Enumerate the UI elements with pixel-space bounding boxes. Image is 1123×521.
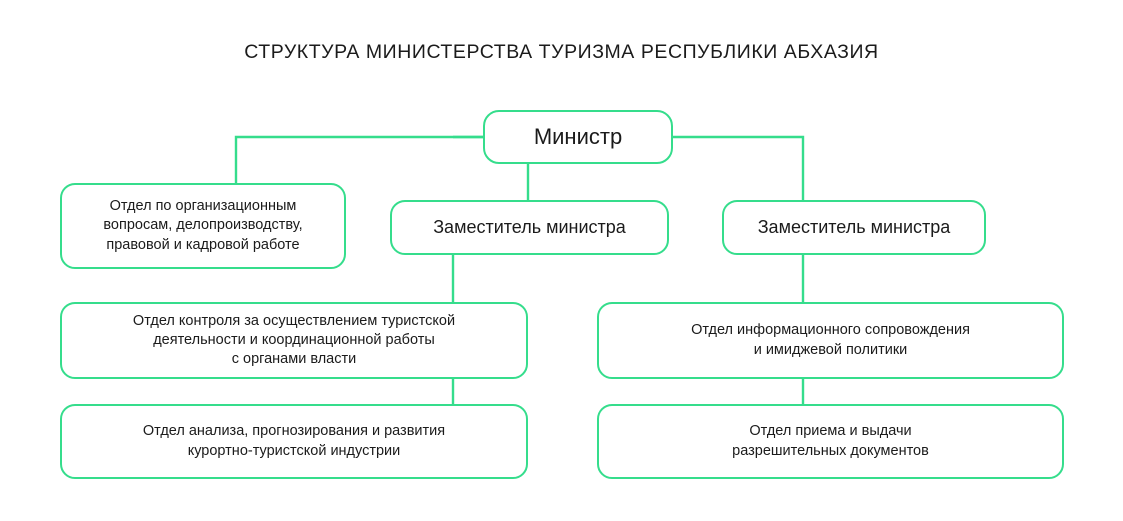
node-analysis-department-label: Отдел анализа, прогнозирования и развити… bbox=[142, 423, 446, 459]
edge-minister-to-deputy-2 bbox=[673, 135, 805, 200]
node-minister-label: Министр bbox=[533, 124, 623, 150]
node-deputy-minister-2[interactable]: Заместитель министра bbox=[722, 200, 986, 255]
node-control-department[interactable]: Отдел контроля за осуществлением туристс… bbox=[60, 302, 528, 379]
node-permits-department-label: Отдел приема и выдачи разрешительных док… bbox=[732, 423, 929, 459]
edge-minister-to-left-bus bbox=[234, 135, 483, 184]
node-deputy-minister-1-label: Заместитель министра bbox=[433, 216, 626, 237]
page-title: СТРУКТУРА МИНИСТЕРСТВА ТУРИЗМА РЕСПУБЛИК… bbox=[244, 41, 879, 63]
node-organizational-department-label: Отдел по организационным вопросам, делоп… bbox=[103, 198, 303, 253]
node-permits-department[interactable]: Отдел приема и выдачи разрешительных док… bbox=[597, 404, 1064, 479]
node-minister[interactable]: Министр bbox=[483, 110, 673, 164]
node-control-department-label: Отдел контроля за осуществлением туристс… bbox=[132, 312, 456, 368]
node-organizational-department[interactable]: Отдел по организационным вопросам, делоп… bbox=[60, 183, 346, 269]
node-analysis-department[interactable]: Отдел анализа, прогнозирования и развити… bbox=[60, 404, 528, 479]
node-deputy-minister-2-label: Заместитель министра bbox=[757, 216, 951, 237]
node-information-department-label: Отдел информационного сопровождения и им… bbox=[691, 322, 970, 358]
node-information-department[interactable]: Отдел информационного сопровождения и им… bbox=[597, 302, 1064, 379]
node-deputy-minister-1[interactable]: Заместитель министра bbox=[390, 200, 669, 255]
